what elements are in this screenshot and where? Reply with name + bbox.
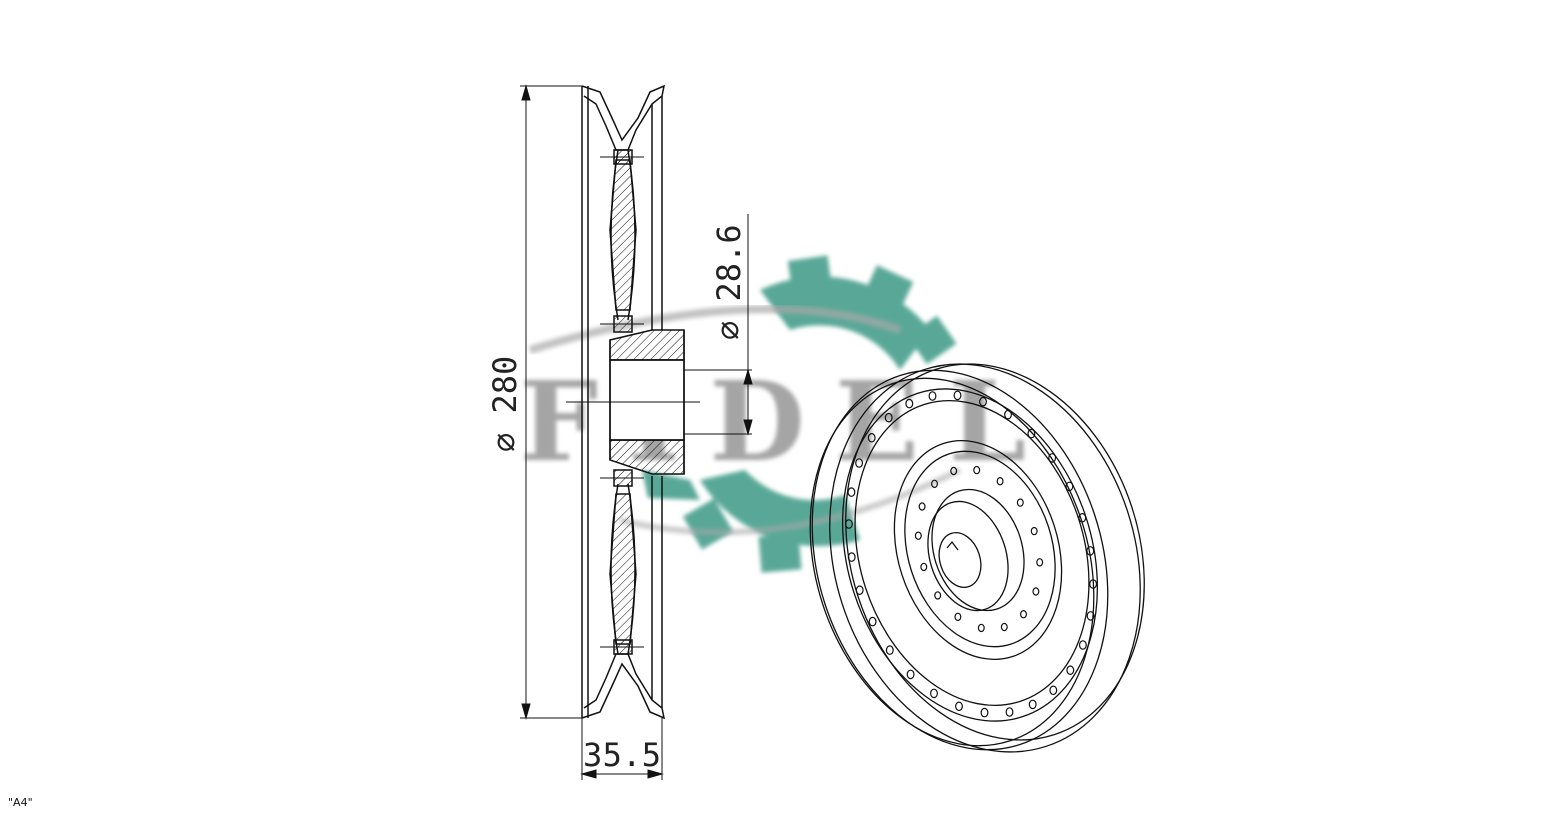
bolt-hole (847, 552, 856, 562)
watermark-logo: FIDEL (520, 255, 1056, 573)
bolt-hole (1028, 699, 1037, 710)
bolt-hole (1049, 685, 1058, 696)
watermark-swoosh (528, 305, 902, 354)
pulley-section-view (566, 84, 700, 720)
pulley-hub-holes (914, 465, 1044, 633)
dimension-width (580, 718, 664, 780)
bolt-hole (1078, 640, 1087, 650)
bolt-hole (868, 616, 877, 627)
hub-hole (918, 502, 926, 511)
bolt-hole (847, 487, 856, 497)
bolt-hole (885, 645, 894, 655)
dimension-bore-diameter (684, 214, 753, 436)
bolt-hole (1066, 665, 1075, 675)
sheet-size-label: "A4" (8, 796, 33, 809)
bolt-hole (930, 688, 938, 699)
bolt-hole (1065, 481, 1074, 492)
hub-hole (977, 623, 985, 633)
bolt-hole (1005, 707, 1014, 717)
hub-hole (920, 562, 928, 572)
hub-hole (996, 477, 1004, 486)
bolt-hole (867, 432, 876, 443)
dimension-label-bore-diameter: ⌀ 28.6 (710, 224, 748, 340)
gear-icon (642, 255, 957, 573)
hub-hole (914, 531, 922, 540)
hub-hole (954, 612, 962, 622)
bolt-hole (1086, 546, 1095, 556)
bolt-hole (906, 669, 915, 680)
pulley-bolt-holes (844, 390, 1098, 718)
hub-hole (950, 466, 958, 476)
bolt-hole (855, 585, 864, 595)
hub-hole (1016, 498, 1024, 507)
hub-hole (934, 591, 942, 600)
bolt-hole (844, 519, 853, 529)
hub-hole (1030, 526, 1038, 536)
bolt-hole (1078, 512, 1087, 523)
bolt-hole (884, 412, 893, 423)
bolt-hole (1089, 579, 1098, 589)
dimension-outer-diameter (520, 84, 582, 720)
hub-hole (1020, 610, 1027, 619)
bolt-hole (1048, 453, 1057, 463)
bolt-hole (1004, 409, 1012, 420)
bolt-hole (855, 458, 864, 468)
bolt-hole (905, 398, 914, 409)
bolt-hole (1027, 428, 1036, 439)
hub-hole (1000, 622, 1008, 632)
dimension-label-width: 35.5 (583, 736, 661, 774)
hub-hole (973, 465, 981, 475)
hub-hole (931, 479, 938, 488)
hub-hole (1032, 587, 1040, 596)
bolt-hole (980, 707, 989, 718)
hub-hole (1036, 558, 1044, 567)
bolt-hole (955, 701, 963, 712)
bolt-hole (1086, 611, 1095, 621)
bolt-hole (953, 390, 962, 401)
dimension-label-outer-diameter: ⌀ 280 (486, 356, 524, 452)
bolt-hole (928, 391, 937, 401)
watermark-brand-text: FIDEL (520, 357, 1056, 486)
bolt-hole (979, 396, 987, 407)
